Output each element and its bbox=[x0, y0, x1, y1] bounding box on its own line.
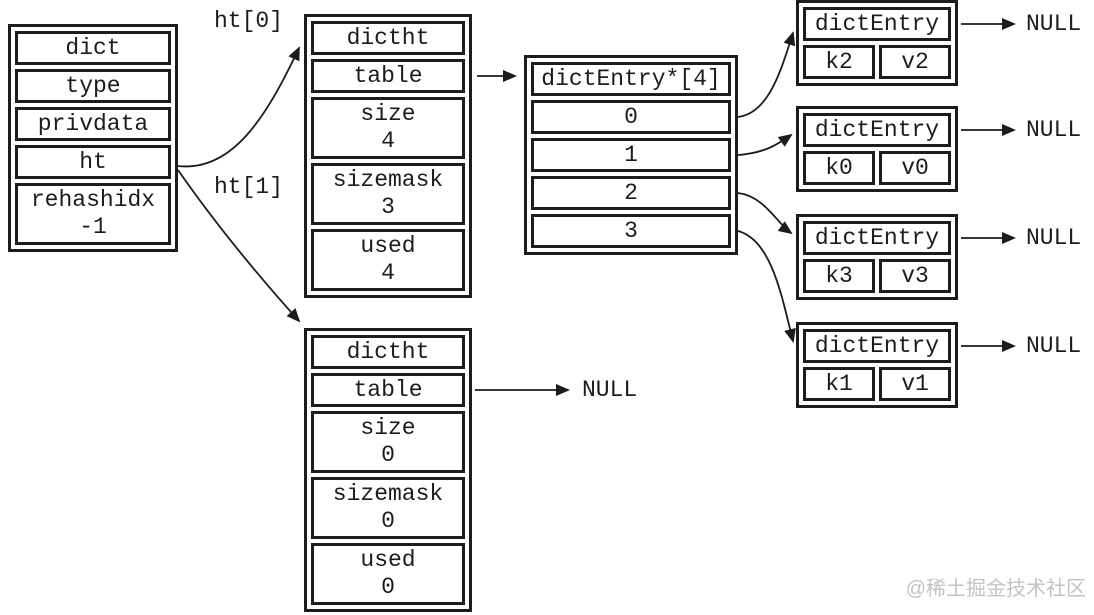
dict-entry-kv-row: k2 v2 bbox=[803, 45, 951, 79]
dictht1-field-size: size 0 bbox=[311, 411, 465, 473]
dict-field-privdata: privdata bbox=[15, 107, 171, 141]
dictht0-field-used: used 4 bbox=[311, 229, 465, 291]
dictht0-field-size: size 4 bbox=[311, 97, 465, 159]
dictht0-field-table: table bbox=[311, 59, 465, 93]
dict-entry-value: v1 bbox=[879, 367, 951, 401]
dict-field-title: dict bbox=[15, 31, 171, 65]
bucket-slot-1: 1 bbox=[531, 138, 731, 172]
arrow-slot2-to-entry bbox=[737, 192, 793, 235]
dict-field-type: type bbox=[15, 69, 171, 103]
dictht0-field-sizemask: sizemask 3 bbox=[311, 163, 465, 225]
entry0-null-label: NULL bbox=[1026, 11, 1082, 37]
dictht1-field-used: used 0 bbox=[311, 543, 465, 605]
dict-entry-kv-row: k1 v1 bbox=[803, 367, 951, 401]
juejin-watermark: @稀土掘金技术社区 bbox=[905, 578, 1086, 600]
dict-struct-box: dict type privdata ht rehashidx -1 bbox=[8, 24, 178, 252]
bucket-array-box: dictEntry*[4] 0 1 2 3 bbox=[524, 55, 738, 255]
dict-field-ht: ht bbox=[15, 145, 171, 179]
dictht1-field-table: table bbox=[311, 373, 465, 407]
arrow-ht0-pointer bbox=[177, 46, 300, 168]
entry2-null-label: NULL bbox=[1026, 225, 1082, 251]
dictht1-field-sizemask: sizemask 0 bbox=[311, 477, 465, 539]
bucket-slot-3: 3 bbox=[531, 214, 731, 248]
dictht0-title: dictht bbox=[311, 21, 465, 55]
entry3-null-label: NULL bbox=[1026, 333, 1082, 359]
dict-entry-title: dictEntry bbox=[803, 113, 951, 147]
dict-entry-kv-row: k0 v0 bbox=[803, 151, 951, 185]
dict-field-rehashidx: rehashidx -1 bbox=[15, 183, 171, 245]
dict-entry-title: dictEntry bbox=[803, 7, 951, 41]
bucket-slot-2: 2 bbox=[531, 176, 731, 210]
arrow-slot0-to-entry bbox=[737, 31, 796, 118]
dict-entry-kv-row: k3 v3 bbox=[803, 259, 951, 293]
ht1-pointer-label: ht[1] bbox=[214, 174, 284, 200]
dictht0-struct-box: dictht table size 4 sizemask 3 used 4 bbox=[304, 14, 472, 298]
dict-entry-value: v3 bbox=[879, 259, 951, 293]
dict-entry-key: k3 bbox=[803, 259, 875, 293]
dict-entry-value: v2 bbox=[879, 45, 951, 79]
arrow-slot3-to-entry bbox=[737, 230, 796, 343]
dict-entry-box: dictEntry k1 v1 bbox=[796, 322, 958, 408]
dictht1-null-label: NULL bbox=[582, 377, 638, 403]
bucket-array-header: dictEntry*[4] bbox=[531, 62, 731, 96]
dict-entry-key: k1 bbox=[803, 367, 875, 401]
ht0-pointer-label: ht[0] bbox=[214, 8, 284, 34]
dict-entry-title: dictEntry bbox=[803, 329, 951, 363]
dict-entry-box: dictEntry k0 v0 bbox=[796, 106, 958, 192]
dict-entry-key: k2 bbox=[803, 45, 875, 79]
bucket-slot-0: 0 bbox=[531, 100, 731, 134]
dictht1-struct-box: dictht table size 0 sizemask 0 used 0 bbox=[304, 328, 472, 612]
dict-entry-value: v0 bbox=[879, 151, 951, 185]
dict-entry-box: dictEntry k3 v3 bbox=[796, 214, 958, 300]
dictht1-title: dictht bbox=[311, 335, 465, 369]
dict-entry-key: k0 bbox=[803, 151, 875, 185]
entry1-null-label: NULL bbox=[1026, 117, 1082, 143]
dict-entry-box: dictEntry k2 v2 bbox=[796, 0, 958, 86]
arrow-slot1-to-entry bbox=[737, 133, 793, 156]
dict-entry-title: dictEntry bbox=[803, 221, 951, 255]
